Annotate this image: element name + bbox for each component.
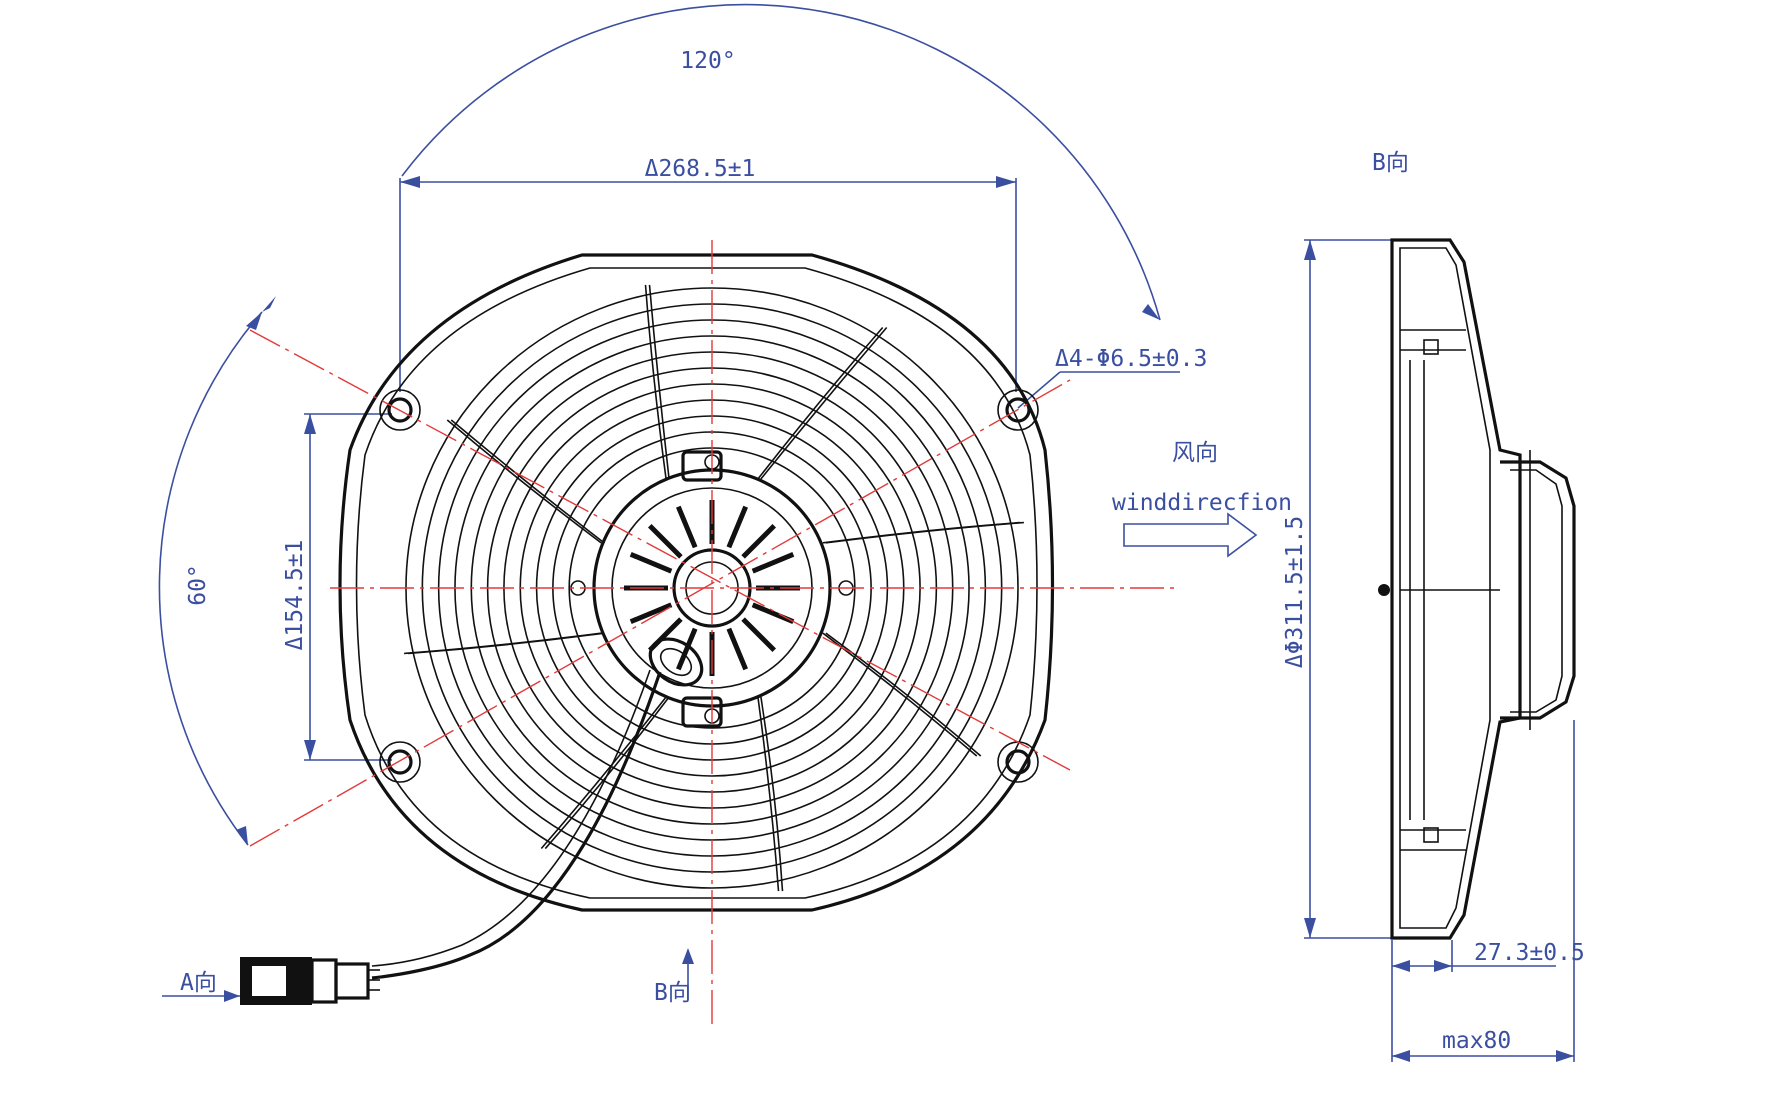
hub-ray: [741, 617, 776, 652]
wind-arrow: [1123, 512, 1258, 558]
blade-spoke: [644, 284, 667, 480]
angle-60-label: 60°: [185, 564, 211, 606]
hub-ray: [648, 524, 683, 559]
depth-label: 27.3±0.5: [1474, 940, 1585, 966]
blade-spoke: [760, 326, 888, 480]
mount-hole-br: [1005, 749, 1031, 775]
hub-ray: [741, 524, 776, 559]
blade-spoke: [825, 632, 982, 757]
diameter-label: ΔΦ311.5±1.5: [1282, 516, 1308, 668]
wind-direction: 风向 winddirecfion: [1112, 440, 1292, 558]
blade-spoke: [757, 326, 884, 480]
view-a-label: A向: [180, 970, 217, 996]
hub-ray: [751, 552, 795, 574]
height-arrow-top: [304, 414, 316, 434]
blade-spoke: [540, 696, 667, 850]
side-view: B向 ΔΦ311.5±1.5 27.3±0.5: [1282, 150, 1585, 1062]
arrow-120-right: [1142, 304, 1160, 320]
blade-spoke: [544, 696, 670, 850]
blade-spokes: [404, 284, 1024, 892]
fan-frame: [338, 253, 1055, 912]
mount-hole-tl: [387, 397, 413, 423]
width-arrow-right: [996, 176, 1016, 188]
hole-spec-label: Δ4-Φ6.5±0.3: [1055, 346, 1207, 372]
hub-ray: [676, 627, 698, 671]
diameter-arrow-top: [1304, 240, 1316, 260]
hub-ray: [629, 602, 673, 624]
blade-spoke: [408, 632, 605, 655]
view-b-arrowhead: [682, 948, 694, 964]
view-b-top-label: B向: [1372, 150, 1409, 176]
power-cable: [371, 671, 662, 980]
blade-spoke: [446, 419, 602, 544]
blade-spoke: [760, 696, 784, 892]
angle-120-label: 120°: [680, 48, 735, 74]
arrow-60-top: [246, 312, 262, 330]
hub-ray: [726, 505, 748, 549]
blade-spoke: [404, 632, 602, 655]
mount-hole-tr: [1005, 397, 1031, 423]
diameter-arrow-bottom: [1304, 918, 1316, 938]
hub-ray: [751, 602, 795, 624]
wind-cn-label: 风向: [1172, 440, 1218, 466]
view-a-arrowhead: [224, 990, 240, 1002]
height-dim-label: Δ154.5±1: [282, 540, 308, 651]
front-view: 120° 60° Δ268.5±1 Δ154.5±1 Δ4-Φ6.5±0.3: [158, 3, 1207, 1030]
angle-60-arc: [158, 311, 263, 846]
arrow-60-bottom: [236, 826, 248, 845]
height-arrow-bottom: [304, 740, 316, 760]
angle-120-arc: [401, 3, 1161, 321]
side-motor: [1500, 460, 1576, 720]
max-depth-label: max80: [1442, 1028, 1511, 1054]
blade-spoke: [450, 419, 605, 544]
center-diag-2: [249, 379, 1071, 847]
blade-spoke: [822, 632, 978, 757]
blade-spoke: [648, 284, 670, 480]
connector-plug: [240, 957, 380, 1005]
wind-en-label: winddirecfion: [1112, 490, 1292, 516]
hub-ray: [676, 505, 698, 549]
blade-spoke: [757, 696, 780, 892]
center-diag-1: [249, 329, 1071, 771]
blade-spoke: [825, 521, 1024, 544]
mount-hole-bl: [387, 749, 413, 775]
width-dim-label: Δ268.5±1: [645, 156, 756, 182]
side-frame: [1390, 238, 1522, 940]
hub-ray: [629, 552, 673, 574]
view-b-bottom-label: B向: [654, 980, 691, 1006]
width-arrow-left: [400, 176, 420, 188]
arrow-120-left: [262, 296, 276, 312]
hub-ray: [726, 627, 748, 671]
